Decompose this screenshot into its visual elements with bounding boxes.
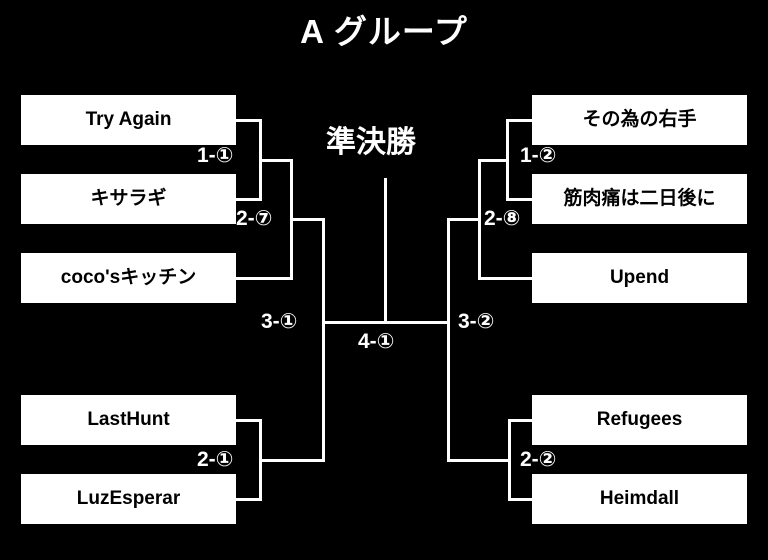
bracket-line-left-r2-bottom: [236, 277, 293, 280]
match-label-right-r3: 3-②: [458, 310, 495, 333]
bracket-line-right-r1-bottom: [506, 198, 535, 201]
team-box-upend[interactable]: Upend: [532, 253, 747, 303]
team-name: coco'sキッチン: [60, 266, 197, 288]
team-box-try-again[interactable]: Try Again: [21, 95, 236, 145]
team-box-lasthunt[interactable]: LastHunt: [21, 395, 236, 445]
team-box-heimdall[interactable]: Heimdall: [532, 474, 747, 524]
bracket-line-right-r2-top: [478, 159, 509, 162]
team-name: その為の右手: [582, 108, 697, 130]
bracket-line-right-r1-top: [506, 119, 535, 122]
team-name: キサラギ: [90, 187, 167, 209]
bracket-line-right-semifinal-vertical: [447, 218, 450, 462]
match-label-right-lower-r2: 2-②: [520, 448, 557, 471]
team-box-kisaragi[interactable]: キサラギ: [21, 174, 236, 224]
team-box-kinnikutsu[interactable]: 筋肉痛は二日後に: [532, 174, 747, 224]
bracket-line-right-r2-bottom: [478, 277, 535, 280]
match-label-left-lower-r2: 2-①: [197, 448, 234, 471]
stage-label-semifinal: 準決勝: [326, 126, 416, 159]
bracket-line-left-lower-feed: [259, 459, 325, 462]
bracket-line-left-lower-bottom: [236, 498, 262, 501]
team-name: 筋肉痛は二日後に: [563, 187, 716, 209]
team-name: Try Again: [85, 108, 172, 130]
match-label-left-r2: 2-⑦: [236, 207, 273, 230]
match-label-right-r1: 1-②: [520, 144, 557, 167]
bracket-line-left-semifinal-vertical: [322, 218, 325, 462]
match-label-right-r2: 2-⑧: [484, 207, 521, 230]
team-name: Upend: [609, 266, 670, 288]
team-name: LuzEsperar: [76, 487, 181, 509]
team-box-cocos-kitchen[interactable]: coco'sキッチン: [21, 253, 236, 303]
bracket-line-right-lower-feed: [447, 459, 511, 462]
page-title: A グループ: [300, 13, 468, 50]
bracket-line-right-lower-top: [508, 419, 535, 422]
bracket-line-left-lower-top: [236, 419, 262, 422]
bracket-line-left-r2-top: [259, 159, 293, 162]
match-label-left-r3: 3-①: [261, 310, 298, 333]
bracket-line-right-lower-bottom: [508, 498, 535, 501]
team-name: Heimdall: [599, 487, 680, 509]
bracket-line-left-r1-top: [236, 119, 262, 122]
team-box-refugees[interactable]: Refugees: [532, 395, 747, 445]
bracket-line-champion-stem: [384, 178, 387, 324]
team-box-luzesperar[interactable]: LuzEsperar: [21, 474, 236, 524]
bracket-line-right-r3-top: [447, 218, 481, 221]
match-label-left-r1: 1-①: [197, 144, 234, 167]
match-label-final: 4-①: [358, 330, 395, 353]
team-box-sono-tame-no-migite[interactable]: その為の右手: [532, 95, 747, 145]
team-name: LastHunt: [87, 408, 170, 430]
bracket-line-left-r1-bottom: [236, 198, 262, 201]
team-name: Refugees: [596, 408, 683, 430]
bracket-line-left-r3-top: [290, 218, 325, 221]
